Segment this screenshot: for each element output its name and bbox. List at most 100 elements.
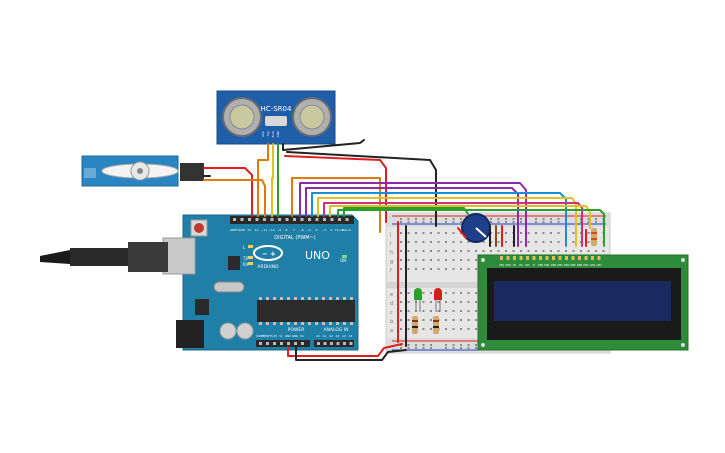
digital-pin[interactable] [263, 218, 266, 221]
breadboard-hole[interactable] [572, 241, 575, 243]
breadboard-hole[interactable] [430, 328, 432, 330]
breadboard-hole[interactable] [445, 292, 447, 294]
breadboard-hole[interactable] [437, 301, 440, 303]
breadboard-hole[interactable] [415, 241, 417, 243]
breadboard-hole[interactable] [460, 310, 462, 312]
lcd-pin[interactable] [571, 256, 575, 260]
rail-hole[interactable] [415, 221, 417, 223]
breadboard-hole[interactable] [527, 232, 530, 234]
breadboard-hole[interactable] [460, 292, 462, 294]
breadboard-hole[interactable] [467, 241, 470, 243]
rail-hole[interactable] [460, 221, 462, 223]
breadboard-hole[interactable] [407, 328, 410, 330]
analog-pin[interactable] [336, 342, 340, 345]
breadboard-hole[interactable] [467, 310, 470, 312]
breadboard-hole[interactable] [400, 292, 402, 294]
rail-hole[interactable] [445, 221, 447, 223]
power-pin[interactable] [287, 342, 290, 345]
breadboard-hole[interactable] [505, 232, 507, 234]
breadboard-hole[interactable] [587, 241, 590, 243]
breadboard-hole[interactable] [430, 241, 432, 243]
power-pin[interactable] [301, 342, 304, 345]
rail-hole[interactable] [407, 344, 410, 346]
breadboard-hole[interactable] [475, 301, 477, 303]
rail-hole[interactable] [497, 218, 500, 220]
breadboard-hole[interactable] [407, 310, 410, 312]
digital-pin[interactable] [323, 218, 326, 221]
rail-hole[interactable] [430, 221, 432, 223]
power-pin[interactable] [266, 342, 269, 345]
rail-hole[interactable] [550, 221, 552, 223]
rail-hole[interactable] [452, 218, 455, 220]
rail-hole[interactable] [430, 344, 432, 346]
breadboard-hole[interactable] [430, 232, 432, 234]
power-pin[interactable] [259, 342, 262, 345]
breadboard-hole[interactable] [437, 232, 440, 234]
rail-hole[interactable] [535, 221, 537, 223]
analog-pin[interactable] [323, 342, 327, 345]
power-pin[interactable] [294, 342, 297, 345]
breadboard-hole[interactable] [482, 241, 485, 243]
breadboard-hole[interactable] [475, 250, 477, 252]
breadboard-hole[interactable] [467, 292, 470, 294]
breadboard-hole[interactable] [415, 259, 417, 261]
breadboard-hole[interactable] [422, 250, 425, 252]
rail-hole[interactable] [497, 221, 500, 223]
breadboard-hole[interactable] [422, 292, 425, 294]
breadboard-hole[interactable] [505, 241, 507, 243]
breadboard-hole[interactable] [445, 250, 447, 252]
rail-hole[interactable] [400, 221, 402, 223]
digital-pin[interactable] [270, 218, 274, 221]
digital-pin[interactable] [330, 218, 334, 221]
breadboard-hole[interactable] [415, 250, 417, 252]
digital-pin[interactable] [233, 218, 236, 221]
breadboard-hole[interactable] [542, 232, 545, 234]
digital-pin[interactable] [285, 218, 289, 221]
breadboard-hole[interactable] [415, 268, 417, 270]
breadboard-hole[interactable] [437, 241, 440, 243]
rail-hole[interactable] [452, 221, 455, 223]
lcd-pin[interactable] [552, 256, 555, 260]
rail-hole[interactable] [445, 344, 447, 346]
rail-hole[interactable] [460, 347, 462, 349]
lcd-pin[interactable] [578, 256, 581, 260]
breadboard-hole[interactable] [400, 328, 402, 330]
rail-hole[interactable] [475, 347, 477, 349]
breadboard-hole[interactable] [475, 310, 477, 312]
wire-green-led[interactable] [343, 207, 469, 217]
breadboard-hole[interactable] [437, 259, 440, 261]
rail-hole[interactable] [512, 221, 515, 223]
breadboard-hole[interactable] [452, 319, 455, 321]
wire-lcd-db4[interactable] [317, 197, 577, 247]
breadboard-hole[interactable] [467, 259, 470, 261]
breadboard-hole[interactable] [452, 301, 455, 303]
breadboard-hole[interactable] [422, 241, 425, 243]
digital-pin[interactable] [278, 218, 281, 221]
wire-lcd-db6[interactable] [305, 187, 519, 247]
lcd-pin[interactable] [513, 256, 516, 260]
breadboard-hole[interactable] [430, 268, 432, 270]
breadboard-hole[interactable] [505, 250, 507, 252]
breadboard-hole[interactable] [422, 328, 425, 330]
power-pin[interactable] [273, 342, 276, 345]
breadboard-hole[interactable] [452, 310, 455, 312]
breadboard-hole[interactable] [580, 250, 582, 252]
lcd-pin[interactable] [532, 256, 536, 260]
breadboard-hole[interactable] [407, 268, 410, 270]
breadboard-hole[interactable] [527, 250, 530, 252]
rail-hole[interactable] [595, 221, 597, 223]
breadboard-hole[interactable] [572, 232, 575, 234]
rail-hole[interactable] [587, 218, 590, 220]
rail-hole[interactable] [520, 221, 522, 223]
breadboard-hole[interactable] [475, 268, 477, 270]
red-led[interactable] [434, 288, 442, 312]
rail-hole[interactable] [400, 218, 402, 220]
breadboard-hole[interactable] [467, 268, 470, 270]
breadboard-hole[interactable] [452, 328, 455, 330]
breadboard-hole[interactable] [475, 319, 477, 321]
breadboard-hole[interactable] [437, 310, 440, 312]
rail-hole[interactable] [467, 344, 470, 346]
breadboard-hole[interactable] [452, 250, 455, 252]
breadboard-hole[interactable] [587, 250, 590, 252]
